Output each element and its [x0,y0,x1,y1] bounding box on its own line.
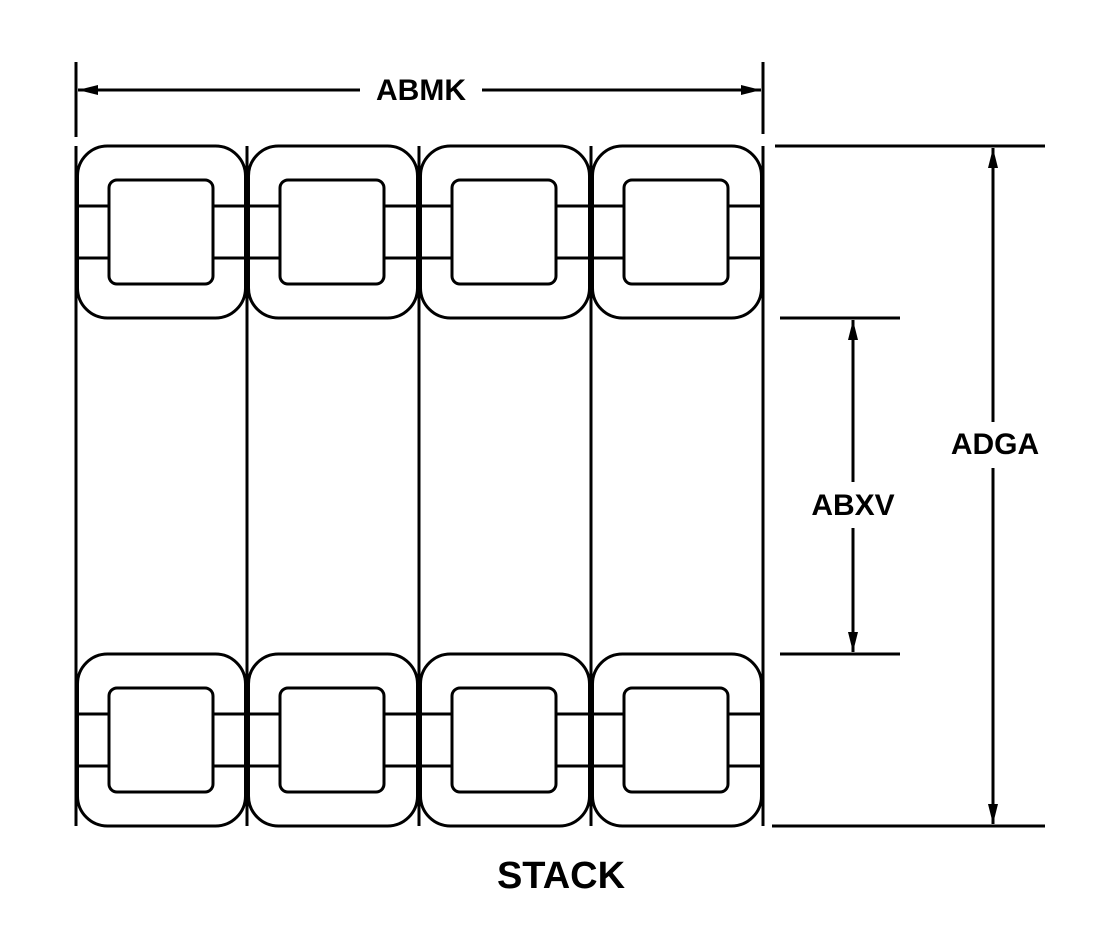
core-window [278,686,386,794]
coil-row-top [76,144,763,320]
coil-bottom-2 [247,652,419,828]
dimension-label-abxv: ABXV [811,489,894,522]
coil-outer [419,652,591,828]
coil-top-1 [76,144,247,320]
core-window [278,178,386,286]
coil-row-bottom [76,652,763,828]
core-window [107,178,215,286]
core-window [622,178,730,286]
core-window [107,686,215,794]
coil-outer [76,652,247,828]
dimension-adga: ADGA [772,144,1045,828]
coil-outer [247,652,419,828]
coil-outer [591,144,763,320]
coil-bottom-3 [419,652,591,828]
coil-bottom-4 [591,652,763,828]
dimension-abxv: ABXV [780,316,900,656]
coil-top-4 [591,144,763,320]
dimension-label-adga: ADGA [951,428,1039,461]
core-window [450,686,558,794]
coil-top-2 [247,144,419,320]
coil-outer [247,144,419,320]
core-window [622,686,730,794]
coil-outer [76,144,247,320]
coil-top-3 [419,144,591,320]
coil-bottom-1 [76,652,247,828]
dimension-abmk: ABMK [74,62,765,137]
coil-outer [419,144,591,320]
core-window [450,178,558,286]
coil-outer [591,652,763,828]
diagram-caption: STACK [497,855,626,897]
dimension-label-abmk: ABMK [376,74,466,107]
